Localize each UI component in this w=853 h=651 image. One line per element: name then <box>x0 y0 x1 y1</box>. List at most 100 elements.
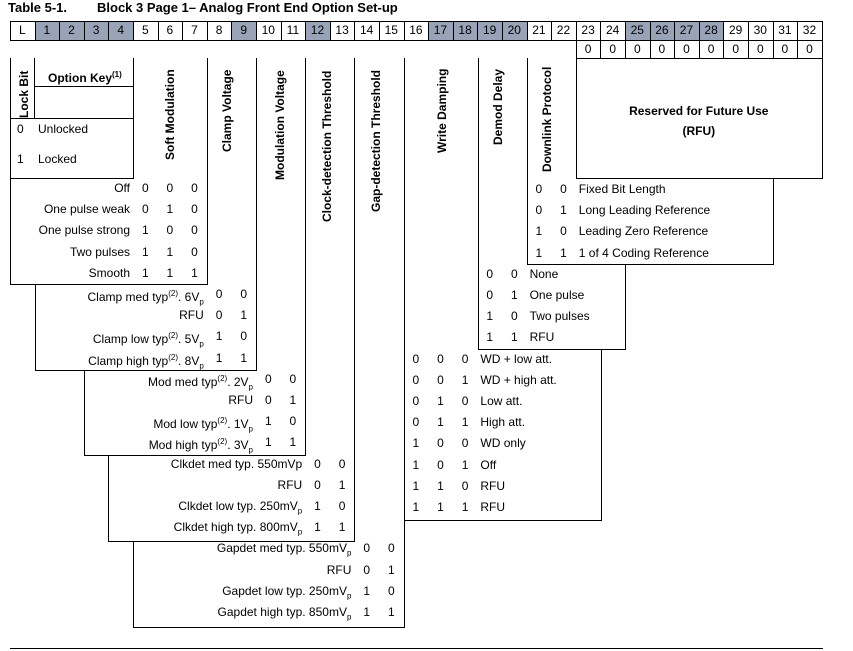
gap-left <box>133 541 134 628</box>
rfu-divider <box>649 40 651 59</box>
write-damp-label: WD + low att. <box>480 351 553 366</box>
demod-bit: 0 <box>510 309 518 324</box>
rfu-right <box>821 58 823 179</box>
bit-number: 26 <box>655 23 669 37</box>
downlink-right-upper <box>575 58 577 179</box>
demod-bit: 0 <box>486 266 494 281</box>
soft-mod-label: Smooth <box>88 265 130 280</box>
clamp-bit: 1 <box>240 350 248 365</box>
bit-divider <box>772 21 774 41</box>
wd-right-upper <box>478 58 480 350</box>
clkdet-bit: 1 <box>338 520 346 535</box>
rfu-zero: 0 <box>707 42 715 56</box>
write-damp-bit: 0 <box>461 436 469 451</box>
modv-bit: 1 <box>264 435 272 450</box>
bit-divider <box>625 21 626 41</box>
bit-divider <box>575 21 577 41</box>
gapdet-bit: 1 <box>387 605 395 619</box>
bit-divider <box>821 21 823 41</box>
bit-header-cell <box>698 21 724 40</box>
bit-header-cell <box>502 21 527 40</box>
demod-delay-header: Demod Delay <box>490 68 505 145</box>
downlink-bit: 0 <box>560 224 567 239</box>
rfu-title: Reserved for Future Use <box>629 104 769 118</box>
bit-divider <box>551 21 553 41</box>
clamp-label: Clamp low typ(2). 5Vp <box>92 331 204 349</box>
bit-number: 24 <box>606 23 620 37</box>
demod-bit: 1 <box>510 330 518 345</box>
modv-bottom <box>83 455 307 456</box>
gapdet-bit: 1 <box>387 562 395 577</box>
rfu-divider <box>625 40 626 59</box>
gapdet-bit: 0 <box>387 583 395 598</box>
bit-number: 17 <box>433 23 448 37</box>
bit-divider <box>526 21 528 41</box>
bit-divider <box>133 21 134 41</box>
write-damp-label: RFU <box>480 500 506 514</box>
lock-label: Unlocked <box>38 122 89 136</box>
bit-divider <box>748 21 749 41</box>
bit-number: 29 <box>729 23 743 37</box>
bit-number: 8 <box>215 23 223 37</box>
bit-divider <box>34 21 36 41</box>
clamp-voltage-header: Clamp Voltage <box>220 69 235 152</box>
clamp-bit: 0 <box>215 308 223 323</box>
modv-bit: 1 <box>289 435 297 450</box>
downlink-protocol-header: Downlink Protocol <box>539 66 554 172</box>
soft-mod-label: Two pulses <box>69 244 130 259</box>
write-damping-header: Write Damping <box>434 68 449 153</box>
soft-mod-bit: 0 <box>141 202 149 217</box>
clkdet-label: Clkdet high typ. 800mVp <box>173 520 303 537</box>
downlink-label: Leading Zero Reference <box>578 224 709 239</box>
rfu-zero: 0 <box>732 42 740 56</box>
clamp-bit: 0 <box>240 329 248 344</box>
bit-number: 12 <box>310 23 325 37</box>
clock-detection-header: Clock-detection Threshold <box>320 70 335 222</box>
soft-mod-bit: 1 <box>166 265 174 280</box>
soft-modulation-header: Soft Modulation <box>162 69 177 160</box>
write-damp-bit: 0 <box>412 394 420 408</box>
soft-mod-bit: 0 <box>191 202 198 217</box>
write-damp-bit: 0 <box>437 372 444 387</box>
header-top-line <box>10 21 823 22</box>
clamp-label: RFU <box>179 308 204 323</box>
clkdet-label: Clkdet med typ. 550mVp <box>170 456 303 471</box>
clkdet-label: RFU <box>277 477 303 492</box>
rfu-divider <box>797 40 799 59</box>
table-number: Table 5-1. <box>8 0 68 15</box>
clkdet-label: Clkdet low typ. 250mVp <box>178 499 303 516</box>
gapdet-label: Gapdet med typ. 550mVp <box>216 541 352 558</box>
write-damp-bit: 0 <box>437 436 444 451</box>
bit-divider <box>452 21 454 41</box>
demod-label: None <box>529 266 559 281</box>
bit-divider <box>305 21 307 41</box>
rfu-abbr: (RFU) <box>682 124 716 138</box>
write-damp-bit: 0 <box>412 351 420 366</box>
modv-bit: 0 <box>289 371 297 386</box>
bit-divider <box>477 21 479 41</box>
demod-bottom <box>478 349 626 350</box>
bit-divider <box>649 21 651 41</box>
downlink-label: Fixed Bit Length <box>578 182 666 196</box>
clk-bottom <box>108 541 356 542</box>
bit-number: 23 <box>581 23 595 37</box>
bit-divider <box>502 21 503 41</box>
clk-right <box>354 58 356 542</box>
downlink-label: 1 of 4 Coding Reference <box>578 245 709 260</box>
modv-label: Mod med typ(2). 2Vp <box>148 373 253 392</box>
write-damp-label: WD only <box>480 436 526 451</box>
soft-mod-bit: 1 <box>141 265 149 280</box>
modv-label: Mod low typ(2). 1Vp <box>153 416 253 434</box>
clkdet-bit: 0 <box>314 477 321 492</box>
write-damp-bit: 1 <box>412 478 420 493</box>
clamp-bit: 0 <box>215 287 223 301</box>
bit-number: 6 <box>166 23 174 37</box>
demod-label: One pulse <box>529 288 585 302</box>
clkdet-bit: 0 <box>338 499 346 513</box>
lock-bit-header: Lock Bit <box>17 70 31 118</box>
soft-mod-bit: 1 <box>191 265 198 280</box>
clkdet-bit: 1 <box>338 477 346 492</box>
write-damp-bit: 1 <box>437 500 444 514</box>
soft-mod-bit: 0 <box>191 223 198 238</box>
rfu-divider <box>575 40 577 59</box>
